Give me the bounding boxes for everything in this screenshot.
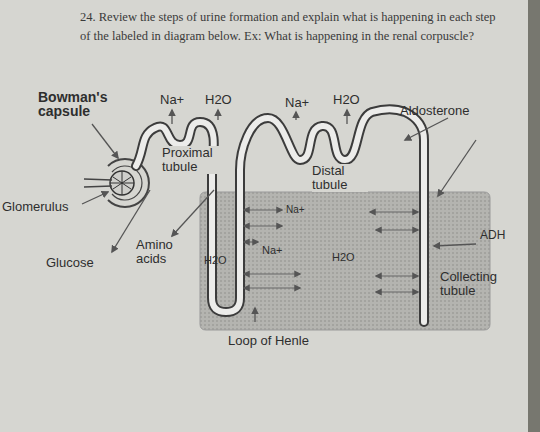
ion-label: H2O [333,93,360,107]
question-text: 24. Review the steps of urine formation … [80,8,500,46]
part-label: Collecting tubule [440,270,524,298]
substance-label: Glucose [46,256,94,270]
part-label: Proximal tubule [162,146,232,174]
ion-label: Na+ [285,96,309,110]
part-label: Bowman's capsule [38,90,128,118]
substance-label: Amino acids [136,238,192,266]
part-label: Loop of Henle [228,334,309,348]
ion-label: Na+ [262,243,283,257]
ion-label: H2O [205,93,232,107]
ion-label: Na+ [286,203,305,217]
ion-label: H2O [332,250,355,264]
page-edge [528,0,540,432]
exchange-arrows [244,210,418,292]
part-label: Distal tubule [312,164,368,192]
part-label: Glomerulus [2,200,68,214]
tubule [136,109,424,322]
hormone-label: Aldosterone [400,104,469,118]
hormone-label: ADH [480,228,505,242]
ion-label: Na+ [160,93,184,107]
arrows [82,110,476,322]
ion-label: H2O [204,253,227,267]
